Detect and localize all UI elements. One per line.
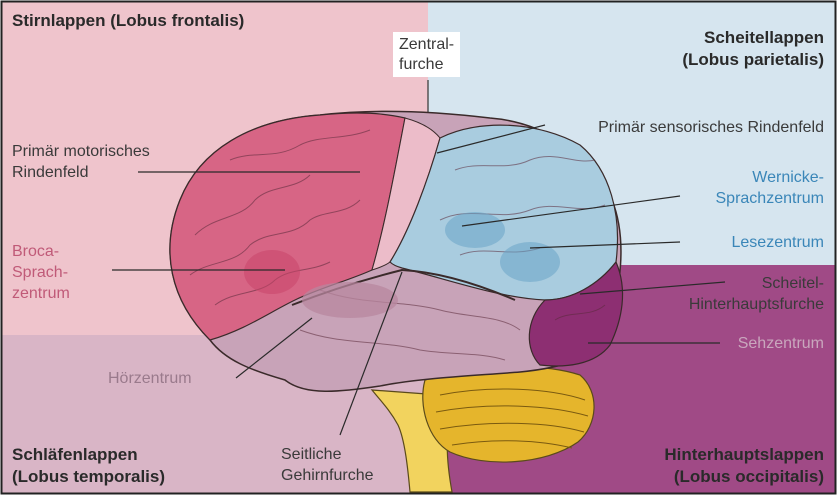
broca-area: [244, 250, 300, 294]
lateral-sulcus-label: Seitliche Gehirnfurche: [281, 444, 374, 486]
reading-center-label: Lesezentrum: [650, 232, 824, 253]
wernicke-label: Wernicke- Sprachzentrum: [650, 167, 824, 209]
auditory-area: [302, 282, 398, 318]
parieto-occipital-label: Scheitel- Hinterhauptsfurche: [600, 273, 824, 315]
central-sulcus-label: Zentral- furche: [393, 32, 460, 77]
primary-motor-label: Primär motorisches Rindenfeld: [12, 141, 150, 183]
frontal-lobe-title: Stirnlappen (Lobus frontalis): [12, 10, 244, 32]
auditory-label: Hörzentrum: [108, 368, 192, 389]
temporal-lobe-title: Schläfenlappen (Lobus temporalis): [12, 444, 165, 488]
parietal-lobe-title: Scheitellappen (Lobus parietalis): [600, 27, 824, 71]
broca-label: Broca- Sprach- zentrum: [12, 241, 70, 304]
wernicke-area: [445, 212, 505, 248]
primary-sensory-label: Primär sensorisches Rindenfeld: [540, 117, 824, 138]
visual-center-label: Sehzentrum: [650, 333, 824, 354]
occipital-lobe-title: Hinterhauptslappen (Lobus occipitalis): [560, 444, 824, 488]
